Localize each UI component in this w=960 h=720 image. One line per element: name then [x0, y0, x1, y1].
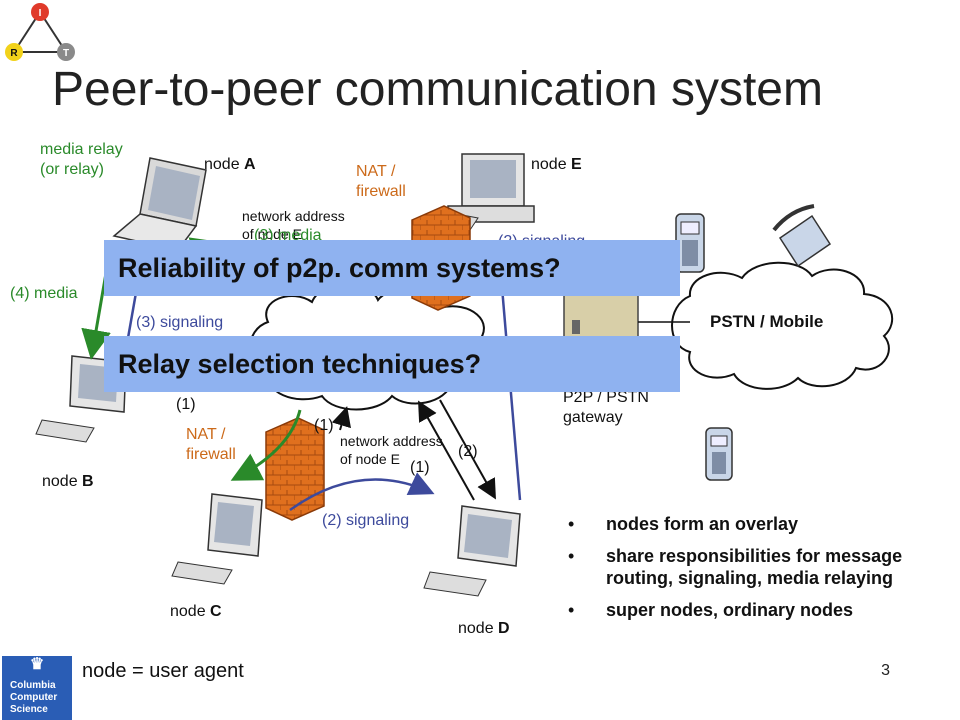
bullet-item: •share responsibilities for message rout… [568, 546, 903, 588]
media-relay-label: media relay (or relay) [40, 140, 123, 180]
step-2-right-label: (2) [458, 443, 478, 460]
step-1-mid-label: (1) [314, 417, 334, 434]
irt-letter-i: I [39, 8, 42, 19]
relay-selection-banner: Relay selection techniques? [104, 336, 680, 392]
node-c-desktop [171, 493, 263, 585]
node-c-letter: C [210, 603, 222, 620]
step-1-right-label: (1) [410, 459, 430, 476]
desk-phone [772, 204, 832, 268]
node-d-letter: D [498, 620, 510, 637]
bullet-list: •nodes form an overlay •share responsibi… [568, 513, 953, 631]
media-3-label: (3) media [254, 227, 322, 244]
gateway-label: P2P / PSTN gateway [563, 389, 649, 426]
signaling-2-bottom-label: (2) signaling [322, 512, 410, 529]
mobile-phone-bottom [705, 427, 733, 481]
signaling-3-label: (3) signaling [136, 314, 224, 331]
irt-logo: I R T [5, 3, 75, 61]
irt-letter-r: R [10, 48, 18, 59]
mobile-phone-top [675, 213, 705, 273]
node-c-label: node C [170, 603, 222, 620]
media-relay-line-1: media relay [40, 141, 123, 158]
pstn-cloud-label: PSTN / Mobile [710, 312, 824, 331]
step-arrow-2 [418, 400, 475, 501]
media-4-label: (4) media [10, 285, 78, 302]
step-arrow-3 [331, 406, 351, 431]
node-d-label: node D [458, 620, 510, 637]
node-b-letter: B [82, 473, 94, 490]
footer-label: node = user agent [82, 660, 244, 682]
nat-bottom-label: NAT / firewall [186, 426, 236, 463]
node-e-letter: E [571, 156, 582, 173]
media-relay-line-2: (or relay) [40, 161, 105, 178]
crown-icon: ♛ [29, 656, 45, 673]
node-e-label: node E [531, 156, 582, 173]
logo-line-3: Science [10, 704, 48, 715]
net-addr-bottom-label: network address of node E [340, 433, 443, 467]
bullet-item: •super nodes, ordinary nodes [568, 600, 854, 620]
logo-line-2: Computer [10, 692, 58, 703]
page-number: 3 [881, 662, 890, 679]
node-a-letter: A [244, 156, 256, 173]
node-a-label: node A [204, 156, 256, 173]
step-arrow-1 [439, 399, 496, 500]
logo-line-1: Columbia [10, 680, 56, 691]
columbia-logo: ♛ Columbia Computer Science [2, 656, 72, 720]
slide-title: Peer-to-peer communication system [52, 63, 823, 116]
node-b-label: node B [42, 473, 94, 490]
media-arrow-c [230, 409, 302, 481]
bullet-item: •nodes form an overlay [568, 514, 799, 534]
reliability-banner: Reliability of p2p. comm systems? [104, 240, 680, 296]
step-1-left-label: (1) [176, 396, 196, 413]
node-e-desktop [427, 153, 535, 231]
pstn-cloud [671, 261, 894, 390]
irt-letter-t: T [63, 48, 69, 59]
node-a-laptop [112, 157, 207, 251]
net-addr-top-label: network address of node E [242, 208, 345, 242]
nat-top-label: NAT / firewall [356, 163, 406, 200]
signaling-arrow-bottom [289, 472, 435, 512]
node-d-desktop [423, 505, 521, 597]
